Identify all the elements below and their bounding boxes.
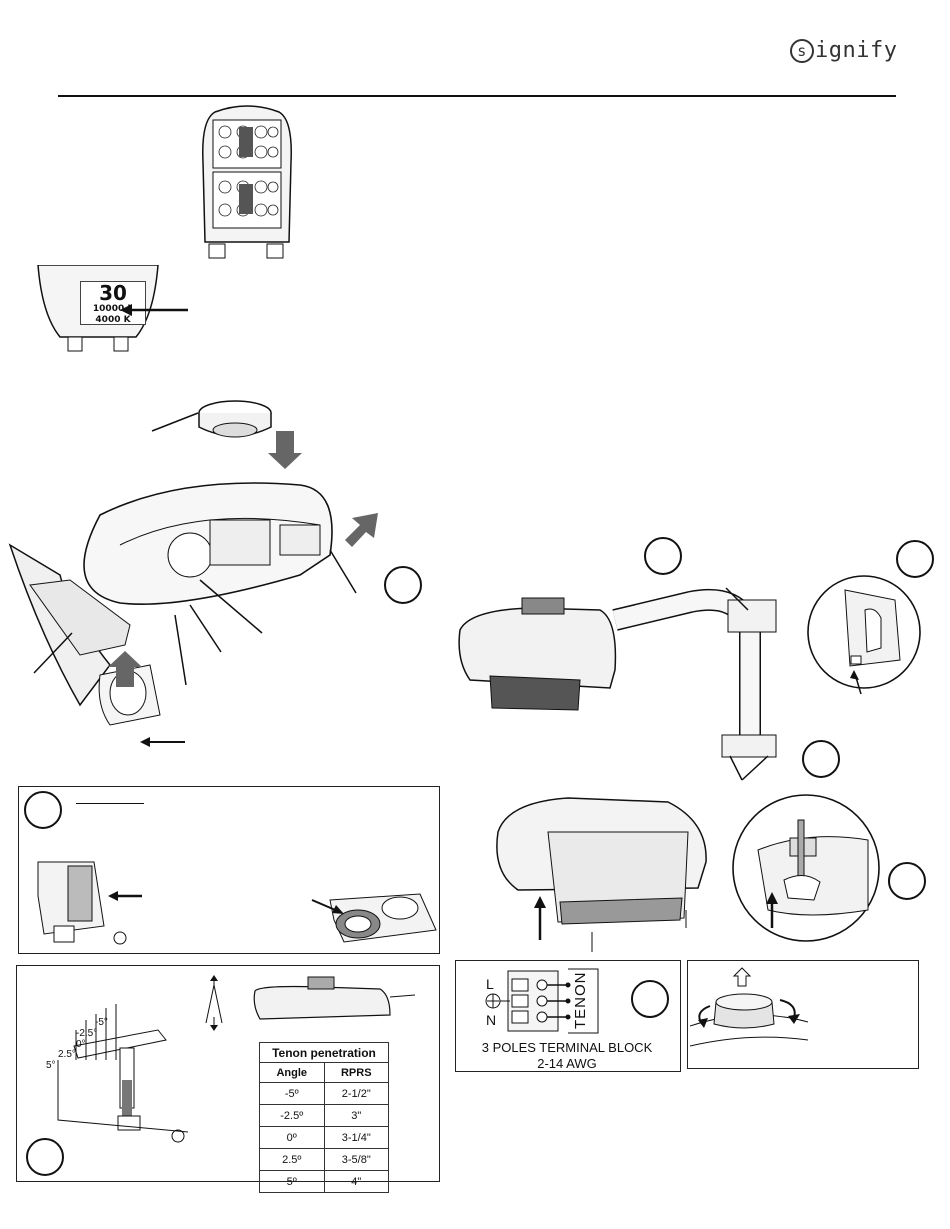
table-row: 0º 3-1/4"	[260, 1127, 389, 1149]
tenon-angle: 2.5º	[260, 1149, 325, 1171]
tenon-table: Tenon penetration Angle RPRS -5º 2-1/2" …	[259, 1042, 389, 1193]
angle-label: 0°	[76, 1039, 86, 1050]
terminal-label-line: L	[486, 976, 494, 992]
tenon-rprs: 4"	[324, 1171, 389, 1193]
angle-label: -5°	[95, 1017, 108, 1028]
tenon-angle: -5º	[260, 1083, 325, 1105]
step-circle	[24, 791, 62, 829]
step-circle	[631, 980, 669, 1018]
tenon-rprs: 2-1/2"	[324, 1083, 389, 1105]
header-rule	[58, 95, 896, 97]
angle-label: 5°	[46, 1060, 56, 1071]
table-row: -2.5º 3"	[260, 1105, 389, 1127]
tenon-angle: 0º	[260, 1127, 325, 1149]
angle-label: 2.5°	[58, 1049, 76, 1060]
logo-text: ignify	[815, 38, 897, 63]
terminal-block-title: 3 POLES TERMINAL BLOCK	[458, 1040, 676, 1056]
tenon-rprs: 3-5/8"	[324, 1149, 389, 1171]
tenon-angle: 5º	[260, 1171, 325, 1193]
housing-underside-illustration	[488, 792, 718, 952]
tenon-rprs: 3-1/4"	[324, 1127, 389, 1149]
tenon-angle-illustration	[38, 990, 208, 1150]
photocell-twist-illustration	[690, 966, 810, 1064]
step-circle	[802, 740, 840, 778]
tenon-table-caption: Tenon penetration	[260, 1043, 389, 1063]
angle-label: -2.5°	[76, 1028, 97, 1039]
terminal-block-caption: 3 POLES TERMINAL BLOCK 2-14 AWG	[458, 1040, 676, 1072]
gasket-illustration	[310, 890, 440, 946]
step-circle	[888, 862, 926, 900]
gasket-housing-illustration	[34, 856, 144, 946]
terminal-side-label: TENON	[572, 972, 589, 1030]
step-circle	[384, 566, 422, 604]
logo-mark: s	[790, 39, 814, 63]
open-housing-illustration	[0, 375, 440, 775]
tenon-angle: -2.5º	[260, 1105, 325, 1127]
tenon-table-header: Angle	[260, 1063, 325, 1083]
luminaire-bottom-view-illustration	[195, 102, 300, 267]
table-row: 5º 4"	[260, 1171, 389, 1193]
screw-detail-illustration	[728, 790, 888, 950]
underline-rule	[76, 803, 144, 804]
terminal-label-neutral: N	[486, 1012, 496, 1028]
tenon-rprs: 3"	[324, 1105, 389, 1127]
terminal-block-gauge: 2-14 AWG	[458, 1056, 676, 1072]
table-row: 2.5º 3-5/8"	[260, 1149, 389, 1171]
table-row: -5º 2-1/2"	[260, 1083, 389, 1105]
tenon-table-header: RPRS	[324, 1063, 389, 1083]
luminaire-side-illustration	[200, 975, 420, 1035]
step-circle	[644, 537, 682, 575]
bracket-detail-illustration	[805, 570, 923, 702]
arrow-left-icon	[118, 300, 192, 320]
luminaire-on-arm-illustration	[450, 580, 790, 790]
